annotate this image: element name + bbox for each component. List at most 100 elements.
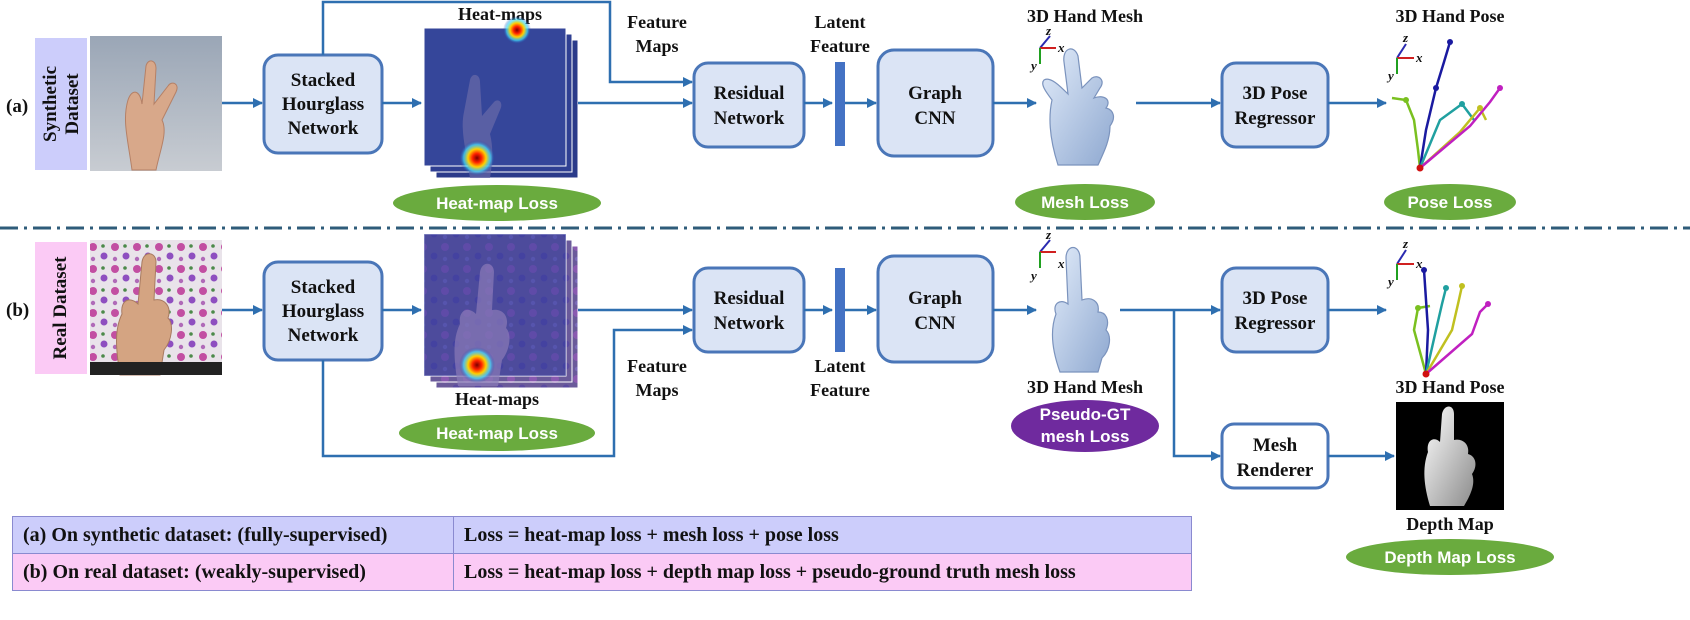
legend-loss-real: Loss = heat-map loss + depth map loss + … bbox=[453, 553, 1192, 591]
feature-maps-b-line-2: Maps bbox=[635, 380, 678, 400]
mesh-axes-b: z x y bbox=[1029, 227, 1065, 283]
regressor-a-line-1: 3D Pose bbox=[1243, 83, 1308, 104]
depth-map-image bbox=[1396, 402, 1504, 510]
axis-z-mesh-b: z bbox=[1045, 227, 1052, 242]
pseudo-loss-line-1: Pseudo-GT bbox=[1040, 405, 1131, 424]
mesh-pose-axes-a: z x y bbox=[1386, 30, 1423, 83]
hand-mesh-label-b: 3D Hand Mesh bbox=[1027, 377, 1143, 397]
synthetic-label-line-2: Dataset bbox=[62, 73, 83, 135]
graph-b-line-2: CNN bbox=[914, 313, 955, 334]
residual-b-line-2: Network bbox=[714, 313, 785, 334]
mesh-renderer-b[interactable]: Mesh Renderer bbox=[1220, 422, 1330, 490]
mesh-loss-a-label: Mesh Loss bbox=[1041, 193, 1129, 212]
residual-network-b[interactable]: Residual Network bbox=[692, 266, 806, 354]
graph-b-line-1: Graph bbox=[908, 288, 962, 309]
feature-maps-a-line-2: Maps bbox=[635, 36, 678, 56]
heatmap-stack-b bbox=[423, 233, 579, 389]
axis-z-mesh-a: z bbox=[1045, 23, 1052, 38]
pose-axes-b: z x y bbox=[1386, 236, 1423, 289]
graph-cnn-b[interactable]: Graph CNN bbox=[876, 254, 995, 364]
latent-feature-bar-b bbox=[835, 268, 845, 352]
hourglass-network-a[interactable]: Stacked Hourglass Network bbox=[262, 53, 384, 155]
row-a-tag: (a) bbox=[6, 96, 28, 117]
mesh-axes-a: z x y bbox=[1029, 23, 1065, 73]
axis-z-pose-a: z bbox=[1402, 30, 1409, 45]
hourglass-a-line-3: Network bbox=[288, 118, 359, 139]
hand-pose-skeleton-b bbox=[1412, 267, 1491, 378]
latent-a-line-2: Feature bbox=[810, 36, 870, 56]
synthetic-dataset-label: Synthetic Dataset bbox=[35, 38, 87, 170]
graph-a-line-2: CNN bbox=[914, 108, 955, 129]
legend-loss-synthetic: Loss = heat-map loss + mesh loss + pose … bbox=[453, 516, 1192, 554]
axis-x-mesh-a: x bbox=[1057, 40, 1065, 55]
pseudo-loss-line-2: mesh Loss bbox=[1041, 427, 1130, 446]
depth-map-label: Depth Map bbox=[1406, 514, 1494, 534]
heatmaps-label-b: Heat-maps bbox=[455, 389, 539, 409]
real-dataset-label: Real Dataset bbox=[35, 242, 87, 374]
legend-setting-real: (b) On real dataset: (weakly-supervised) bbox=[12, 553, 454, 591]
latent-a-line-1: Latent bbox=[815, 12, 866, 32]
renderer-line-1: Mesh bbox=[1253, 435, 1298, 456]
hand-pose-label-b: 3D Hand Pose bbox=[1395, 377, 1504, 397]
mesh-loss-a: Mesh Loss bbox=[1015, 184, 1155, 220]
latent-b-line-2: Feature bbox=[810, 380, 870, 400]
residual-a-line-1: Residual bbox=[714, 83, 785, 104]
legend-row-real: (b) On real dataset: (weakly-supervised)… bbox=[12, 553, 1192, 591]
feature-maps-a-line-1: Feature bbox=[627, 12, 687, 32]
connections-b bbox=[222, 305, 1395, 461]
heatmap-loss-b-label: Heat-map Loss bbox=[436, 424, 558, 443]
residual-a-line-2: Network bbox=[714, 108, 785, 129]
axis-y-mesh-b: y bbox=[1029, 268, 1037, 283]
pose-regressor-b[interactable]: 3D Pose Regressor bbox=[1220, 266, 1330, 354]
renderer-line-2: Renderer bbox=[1237, 460, 1314, 481]
real-label: Real Dataset bbox=[50, 256, 71, 360]
pose-loss-a: Pose Loss bbox=[1384, 184, 1516, 220]
hand-mesh-b bbox=[1051, 246, 1111, 373]
hourglass-b-line-3: Network bbox=[288, 325, 359, 346]
axis-y-pose-a: y bbox=[1386, 68, 1394, 83]
graph-cnn-a[interactable]: Graph CNN bbox=[876, 48, 995, 158]
hourglass-b-line-1: Stacked bbox=[291, 277, 356, 298]
hand-pose-label-a: 3D Hand Pose bbox=[1395, 6, 1504, 26]
axis-x-mesh-b: x bbox=[1057, 256, 1065, 271]
pseudo-gt-mesh-loss: Pseudo-GT mesh Loss bbox=[1011, 400, 1159, 452]
pose-regressor-a[interactable]: 3D Pose Regressor bbox=[1220, 61, 1330, 149]
regressor-a-line-2: Regressor bbox=[1235, 108, 1316, 129]
connections-a bbox=[222, 0, 1387, 108]
latent-b-line-1: Latent bbox=[815, 356, 866, 376]
hand-mesh-label-a: 3D Hand Mesh bbox=[1027, 6, 1143, 26]
heatmap-loss-a: Heat-map Loss bbox=[393, 185, 601, 221]
legend-setting-synthetic: (a) On synthetic dataset: (fully-supervi… bbox=[12, 516, 454, 554]
legend-row-synthetic: (a) On synthetic dataset: (fully-supervi… bbox=[12, 516, 1192, 554]
heatmap-stack-a bbox=[423, 16, 579, 179]
hourglass-a-line-2: Hourglass bbox=[282, 94, 364, 115]
hourglass-a-line-1: Stacked bbox=[291, 70, 356, 91]
synthetic-label-line-1: Synthetic bbox=[40, 66, 61, 142]
synthetic-hand-photo bbox=[90, 36, 222, 171]
pose-loss-a-label: Pose Loss bbox=[1407, 193, 1492, 212]
axis-y-mesh-a: y bbox=[1029, 58, 1037, 73]
hourglass-b-line-2: Hourglass bbox=[282, 301, 364, 322]
real-hand-photo bbox=[90, 240, 222, 376]
axis-y-pose-b: y bbox=[1386, 274, 1394, 289]
hand-pose-skeleton-a bbox=[1391, 39, 1503, 172]
graph-a-line-1: Graph bbox=[908, 83, 962, 104]
latent-feature-bar-a bbox=[835, 62, 845, 146]
heatmap-loss-a-label: Heat-map Loss bbox=[436, 194, 558, 213]
feature-maps-b-line-1: Feature bbox=[627, 356, 687, 376]
regressor-b-line-2: Regressor bbox=[1235, 313, 1316, 334]
heatmap-loss-b: Heat-map Loss bbox=[399, 415, 595, 451]
hand-mesh-a bbox=[1042, 48, 1115, 166]
residual-network-a[interactable]: Residual Network bbox=[692, 61, 806, 149]
depth-loss-label: Depth Map Loss bbox=[1384, 548, 1515, 567]
depth-map-loss: Depth Map Loss bbox=[1346, 539, 1554, 575]
hourglass-network-b[interactable]: Stacked Hourglass Network bbox=[262, 260, 384, 362]
axis-x-pose-b: x bbox=[1415, 256, 1423, 271]
residual-b-line-1: Residual bbox=[714, 288, 785, 309]
row-b-tag: (b) bbox=[6, 300, 29, 321]
axis-z-pose-b: z bbox=[1402, 236, 1409, 251]
regressor-b-line-1: 3D Pose bbox=[1243, 288, 1308, 309]
axis-x-pose-a: x bbox=[1415, 50, 1423, 65]
